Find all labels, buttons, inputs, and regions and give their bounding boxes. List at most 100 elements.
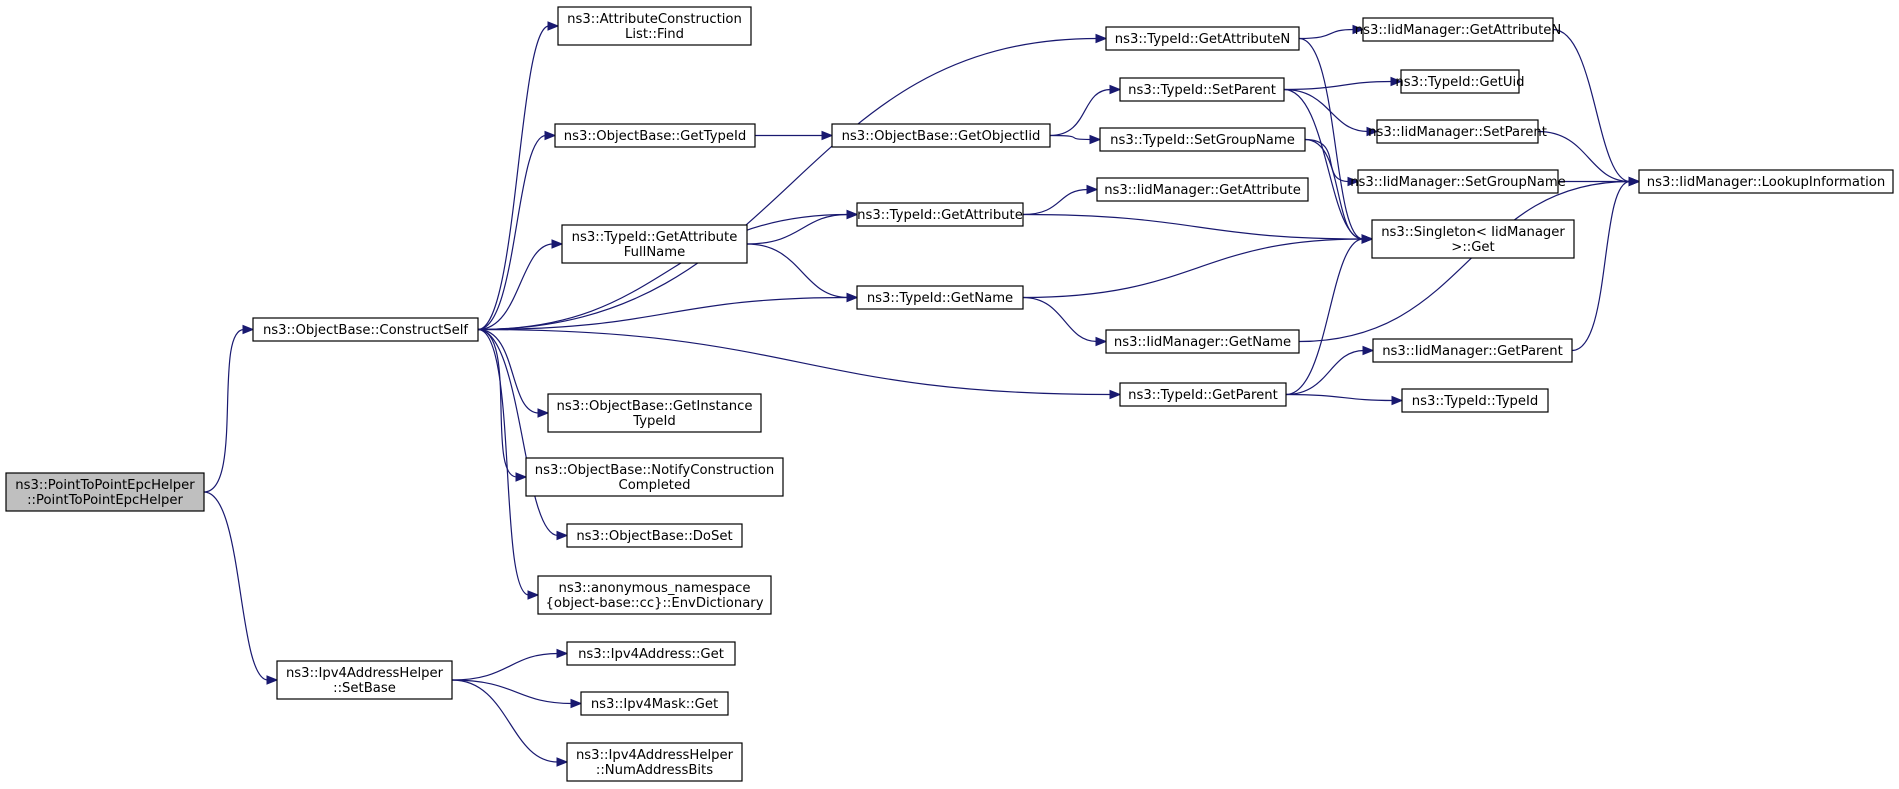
node-label: ns3::TypeId::SetGroupName [1110, 133, 1295, 148]
arrowhead-icon [821, 130, 834, 141]
node-iid_getattribute[interactable]: ns3::IidManager::GetAttribute [1096, 177, 1309, 202]
node-tid_setgroupname[interactable]: ns3::TypeId::SetGroupName [1099, 127, 1306, 152]
arrowhead-icon [556, 648, 569, 659]
node-box [566, 742, 743, 782]
node-iid_getname[interactable]: ns3::IidManager::GetName [1105, 329, 1300, 354]
arrowhead-icon [1095, 33, 1108, 44]
edge-attrfullname-to-tid_getname [746, 243, 859, 303]
arrowhead-icon [846, 292, 859, 303]
node-tid_getparent[interactable]: ns3::TypeId::GetParent [1119, 382, 1287, 407]
edge-iid_getparent-to-lookupinformation [1571, 176, 1641, 352]
edge-line [477, 328, 540, 414]
edge-line [746, 213, 849, 245]
node-iid_setgroupname[interactable]: ns3::IidManager::SetGroupName [1350, 169, 1566, 194]
node-tid_getattribute[interactable]: ns3::TypeId::GetAttribute [856, 202, 1024, 227]
node-label: ns3::AttributeConstruction [567, 12, 742, 27]
node-tid_getname[interactable]: ns3::TypeId::GetName [856, 285, 1024, 310]
node-label: ns3::Ipv4Address::Get [578, 647, 724, 662]
edge-tid_setparent-to-singleton_get [1283, 88, 1374, 244]
node-box [1105, 26, 1300, 51]
node-tid_getattributen[interactable]: ns3::TypeId::GetAttributeN [1105, 26, 1300, 51]
edge-line [1298, 180, 1631, 343]
node-label: FullName [624, 245, 685, 260]
node-ipv4mask_get[interactable]: ns3::Ipv4Mask::Get [580, 691, 729, 716]
node-label: ns3::ObjectBase::GetObjectIid [842, 129, 1041, 144]
node-box [856, 202, 1024, 227]
node-numaddressbits[interactable]: ns3::Ipv4AddressHelper::NumAddressBits [566, 742, 743, 782]
node-label: ns3::IidManager::LookupInformation [1647, 175, 1885, 190]
node-tid_getuid[interactable]: ns3::TypeId::GetUid [1395, 69, 1525, 94]
node-iid_getparent[interactable]: ns3::IidManager::GetParent [1372, 338, 1573, 363]
node-box [537, 575, 772, 615]
node-label: ns3::TypeId::GetParent [1128, 388, 1278, 403]
edge-ipv4ah_setbase-to-ipv4addr_get [451, 648, 569, 681]
edge-tid_getattribute-to-iid_getattribute [1022, 184, 1099, 216]
node-ipv4ah_setbase[interactable]: ns3::Ipv4AddressHelper::SetBase [276, 660, 453, 700]
arrowhead-icon [1361, 234, 1374, 244]
node-box [1372, 338, 1573, 363]
node-lookupinformation[interactable]: ns3::IidManager::LookupInformation [1638, 169, 1894, 194]
arrowhead-icon [1352, 24, 1365, 35]
edge-line [477, 25, 550, 331]
arrowhead-icon [544, 130, 557, 141]
edge-line [477, 213, 849, 331]
node-tid_setparent[interactable]: ns3::TypeId::SetParent [1119, 77, 1285, 102]
arrowhead-icon [266, 675, 279, 685]
node-box [1362, 17, 1554, 42]
edge-tid_setgroupname-to-iid_setgroupname [1304, 138, 1360, 187]
nodes-layer: ns3::PointToPointEpcHelper::PointToPoint… [5, 6, 1894, 782]
arrowhead-icon [527, 590, 540, 600]
edge-line [203, 491, 269, 681]
node-box [566, 641, 736, 666]
node-label: ns3::TypeId::SetParent [1128, 83, 1276, 98]
node-box [1357, 169, 1559, 194]
node-box [276, 660, 453, 700]
node-label: Completed [619, 478, 691, 493]
node-envdictionary[interactable]: ns3::anonymous_namespace{object-base::cc… [537, 575, 772, 615]
node-label: ns3::ObjectBase::GetInstance [556, 399, 752, 414]
node-box [525, 457, 784, 497]
arrowhead-icon [1095, 336, 1108, 347]
node-box [1371, 219, 1575, 259]
node-tid_typeid[interactable]: ns3::TypeId::TypeId [1401, 388, 1549, 413]
node-label: ::SetBase [333, 681, 396, 696]
edge-tid_getname-to-singleton_get [1022, 234, 1374, 299]
arrowhead-icon [551, 239, 564, 249]
edge-root-to-construct [203, 324, 255, 493]
arrowhead-icon [1109, 389, 1122, 400]
node-label: ns3::IidManager::SetGroupName [1350, 175, 1566, 190]
node-doset[interactable]: ns3::ObjectBase::DoSet [566, 523, 743, 548]
edge-line [477, 328, 1112, 396]
node-gettypeid[interactable]: ns3::ObjectBase::GetTypeId [554, 123, 756, 148]
node-getobjectiid[interactable]: ns3::ObjectBase::GetObjectIid [831, 123, 1051, 148]
node-box [252, 317, 479, 342]
arrowhead-icon [537, 408, 550, 418]
edge-line [1304, 138, 1350, 183]
edge-line [477, 296, 849, 331]
node-iid_setparent[interactable]: ns3::IidManager::SetParent [1368, 119, 1547, 144]
node-label: ns3::IidManager::GetAttributeN [1355, 23, 1562, 38]
node-notifyconstruction[interactable]: ns3::ObjectBase::NotifyConstructionCompl… [525, 457, 784, 497]
edge-line [1537, 130, 1631, 183]
node-label: ns3::Ipv4Mask::Get [591, 697, 718, 712]
node-ipv4addr_get[interactable]: ns3::Ipv4Address::Get [566, 641, 736, 666]
edge-line [477, 37, 1098, 331]
node-construct[interactable]: ns3::ObjectBase::ConstructSelf [252, 317, 479, 342]
edge-construct-to-attrfullname [477, 239, 564, 331]
node-box [580, 691, 729, 716]
arrowhead-icon [515, 472, 528, 482]
node-label: List::Find [625, 27, 684, 42]
node-root[interactable]: ns3::PointToPointEpcHelper::PointToPoint… [5, 472, 205, 512]
edge-getobjectiid-to-tid_setgroupname [1049, 134, 1102, 145]
edge-line [1049, 88, 1112, 137]
edge-line [1283, 88, 1369, 133]
node-singleton_get[interactable]: ns3::Singleton< IidManager>::Get [1371, 219, 1575, 259]
edge-line [451, 679, 573, 705]
node-iid_getattributen[interactable]: ns3::IidManager::GetAttributeN [1355, 17, 1562, 42]
node-label: ns3::ObjectBase::DoSet [576, 529, 732, 544]
edge-construct-to-getinstancetypeid [477, 328, 550, 418]
